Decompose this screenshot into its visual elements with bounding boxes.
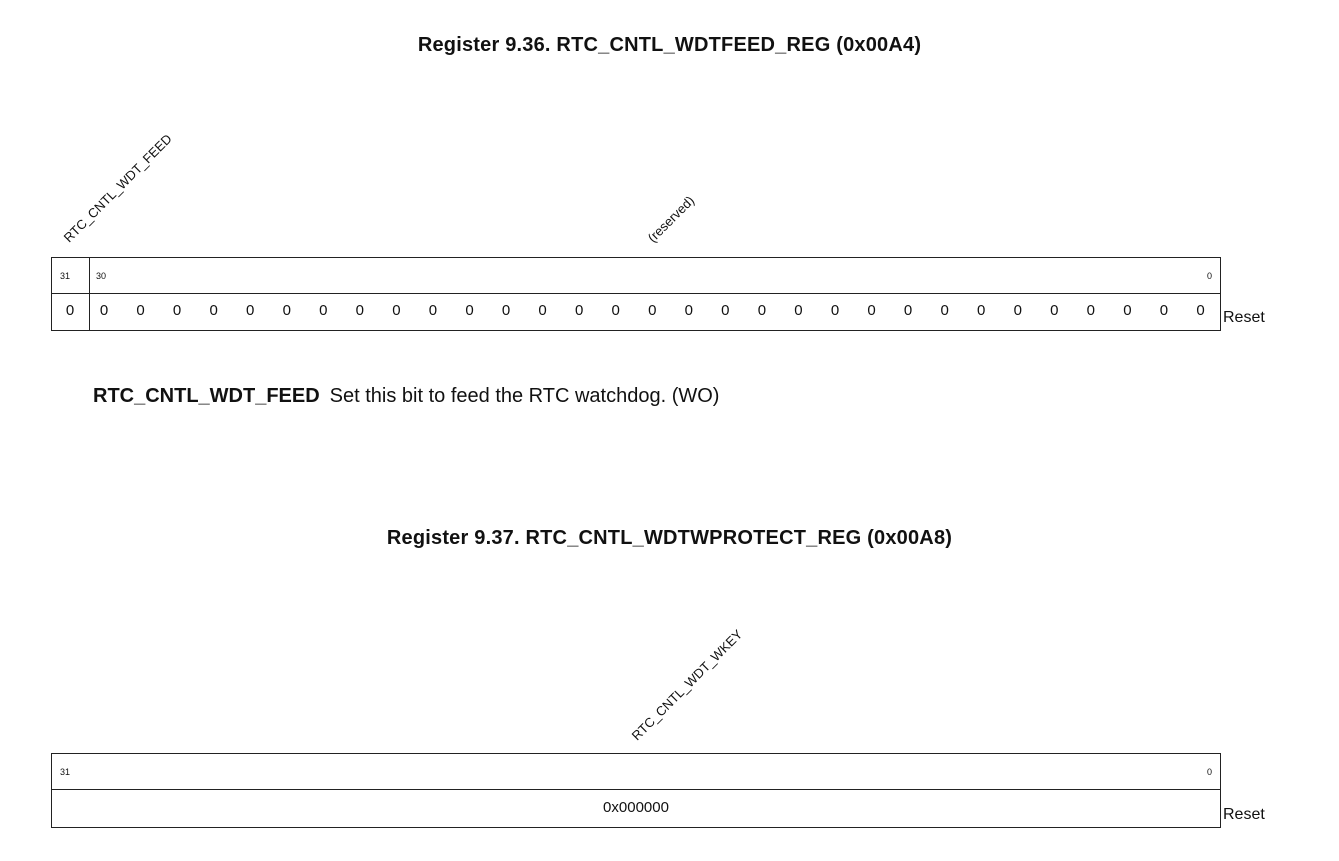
reset-bit-value: 0 — [136, 302, 145, 319]
reset-bit-value: 0 — [977, 302, 986, 319]
reset-bit-value: 0 — [1050, 302, 1059, 319]
reset-bit-value: 0 — [721, 302, 730, 319]
reset-bit-value: 0 — [1196, 302, 1205, 319]
reset-value: 0x000000 — [603, 799, 669, 816]
reset-bit-value: 0 — [1159, 302, 1169, 319]
reset-bit-value: 0 — [282, 302, 291, 319]
reset-bit-value: 0 — [355, 302, 365, 319]
reset-bit-value: 0 — [392, 302, 401, 319]
reset-bit-value: 0 — [940, 302, 949, 319]
bit-number-row: 31 0 — [51, 753, 1221, 790]
reset-bit-value: 0 — [501, 302, 511, 319]
reset-bit-value: 0 — [684, 302, 693, 319]
reset-bit-value: 0 — [830, 302, 840, 319]
reset-bit-value: 0 — [65, 302, 75, 319]
reset-bit-value: 0 — [209, 302, 218, 319]
field-description: RTC_CNTL_WDT_FEED Set this bit to feed th… — [93, 384, 719, 408]
field-divider — [89, 258, 90, 293]
field-label-wdt-wkey: RTC_CNTL_WDT_WKEY — [628, 626, 746, 744]
field-label-wdt-feed: RTC_CNTL_WDT_FEED — [60, 131, 175, 246]
register-title: Register 9.37. RTC_CNTL_WDTWPROTECT_REG … — [386, 527, 953, 549]
register-title: Register 9.36. RTC_CNTL_WDTFEED_REG (0x0… — [417, 34, 922, 56]
bit-number-low: 0 — [1206, 271, 1212, 281]
reset-bit-value: 0 — [465, 302, 474, 319]
reset-bit-value: 0 — [903, 302, 913, 319]
reset-bit-value: 0 — [538, 302, 547, 319]
field-description-name: RTC_CNTL_WDT_FEED — [93, 385, 320, 407]
reset-bit-value: 0 — [172, 302, 182, 319]
reset-label: Reset — [1223, 806, 1265, 823]
reset-bit-value: 0 — [794, 302, 803, 319]
reset-bit-value: 0 — [1086, 302, 1096, 319]
reset-bit-value: 0 — [574, 302, 584, 319]
bit-number-row: 31 30 0 — [51, 257, 1221, 294]
reset-label: Reset — [1223, 309, 1265, 326]
reset-bit-value: 0 — [611, 302, 620, 319]
reset-bit-value: 0 — [1123, 302, 1132, 319]
bit-number-low: 0 — [1206, 767, 1212, 777]
reset-bit-value: 0 — [867, 302, 876, 319]
field-description-text: Set this bit to feed the RTC watchdog. (… — [329, 385, 720, 407]
reset-bit-value: 0 — [757, 302, 767, 319]
reset-bit-value: 0 — [648, 302, 657, 319]
reset-bit-value: 0 — [1013, 302, 1022, 319]
bit-number-field-start: 30 — [96, 271, 107, 281]
reset-value-row: 0 0 0 0 0 0 0 0 0 0 0 0 0 0 0 0 0 0 0 0 0 0 0 0 0 0 0 0 0 0 0 0 — [51, 293, 1221, 331]
field-label-reserved: (reserved) — [644, 192, 698, 246]
reset-value-row: 0x000000 — [51, 789, 1221, 828]
bit-number-high: 31 — [60, 271, 71, 281]
reset-bit-value: 0 — [428, 302, 438, 319]
field-divider — [89, 294, 90, 330]
bit-number-high: 31 — [60, 767, 71, 777]
reset-bit-value: 0 — [99, 302, 109, 319]
reset-bit-value: 0 — [319, 302, 328, 319]
reset-bit-value: 0 — [246, 302, 255, 319]
